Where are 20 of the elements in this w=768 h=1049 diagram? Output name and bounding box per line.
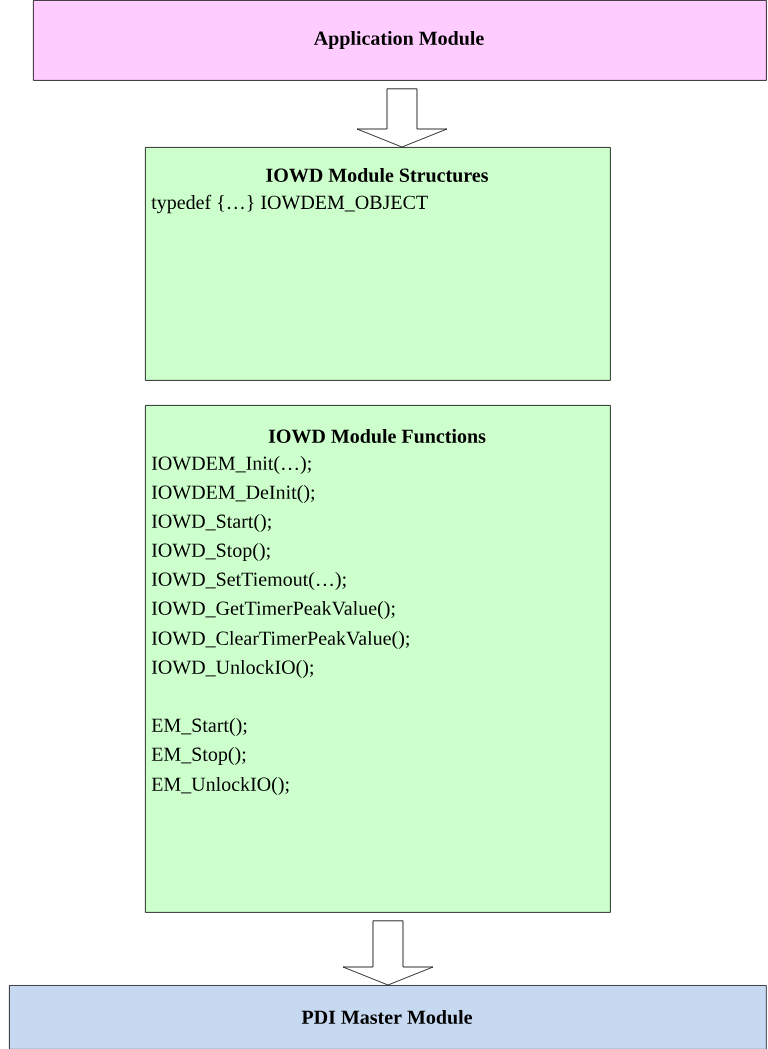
code-line: IOWD_Start(); — [151, 513, 271, 533]
module-box — [145, 147, 611, 381]
block-arrow — [356, 88, 448, 148]
code-line: IOWD_ClearTimerPeakValue(); — [151, 630, 409, 650]
code-line: IOWDEM_DeInit(); — [151, 484, 315, 504]
code-line: IOWD_SetTiemout(…); — [151, 571, 346, 591]
module-box: Application Module — [33, 0, 767, 81]
box-heading: IOWD Module Structures — [266, 167, 488, 183]
module-box — [145, 405, 611, 913]
box-heading: IOWD Module Functions — [268, 428, 486, 444]
code-line: typedef {…} IOWDEM_OBJECT — [151, 194, 428, 214]
code-line: IOWD_GetTimerPeakValue(); — [151, 600, 395, 620]
code-line: IOWD_Stop(); — [151, 542, 270, 562]
module-box: PDI Master Module — [9, 985, 767, 1049]
code-line: EM_UnlockIO(); — [151, 776, 289, 796]
code-line: IOWD_UnlockIO(); — [151, 659, 313, 679]
block-arrow — [342, 920, 434, 986]
code-line: IOWDEM_Init(…); — [151, 455, 311, 475]
code-line: EM_Start(); — [151, 717, 247, 737]
code-line: EM_Stop(); — [151, 746, 246, 766]
